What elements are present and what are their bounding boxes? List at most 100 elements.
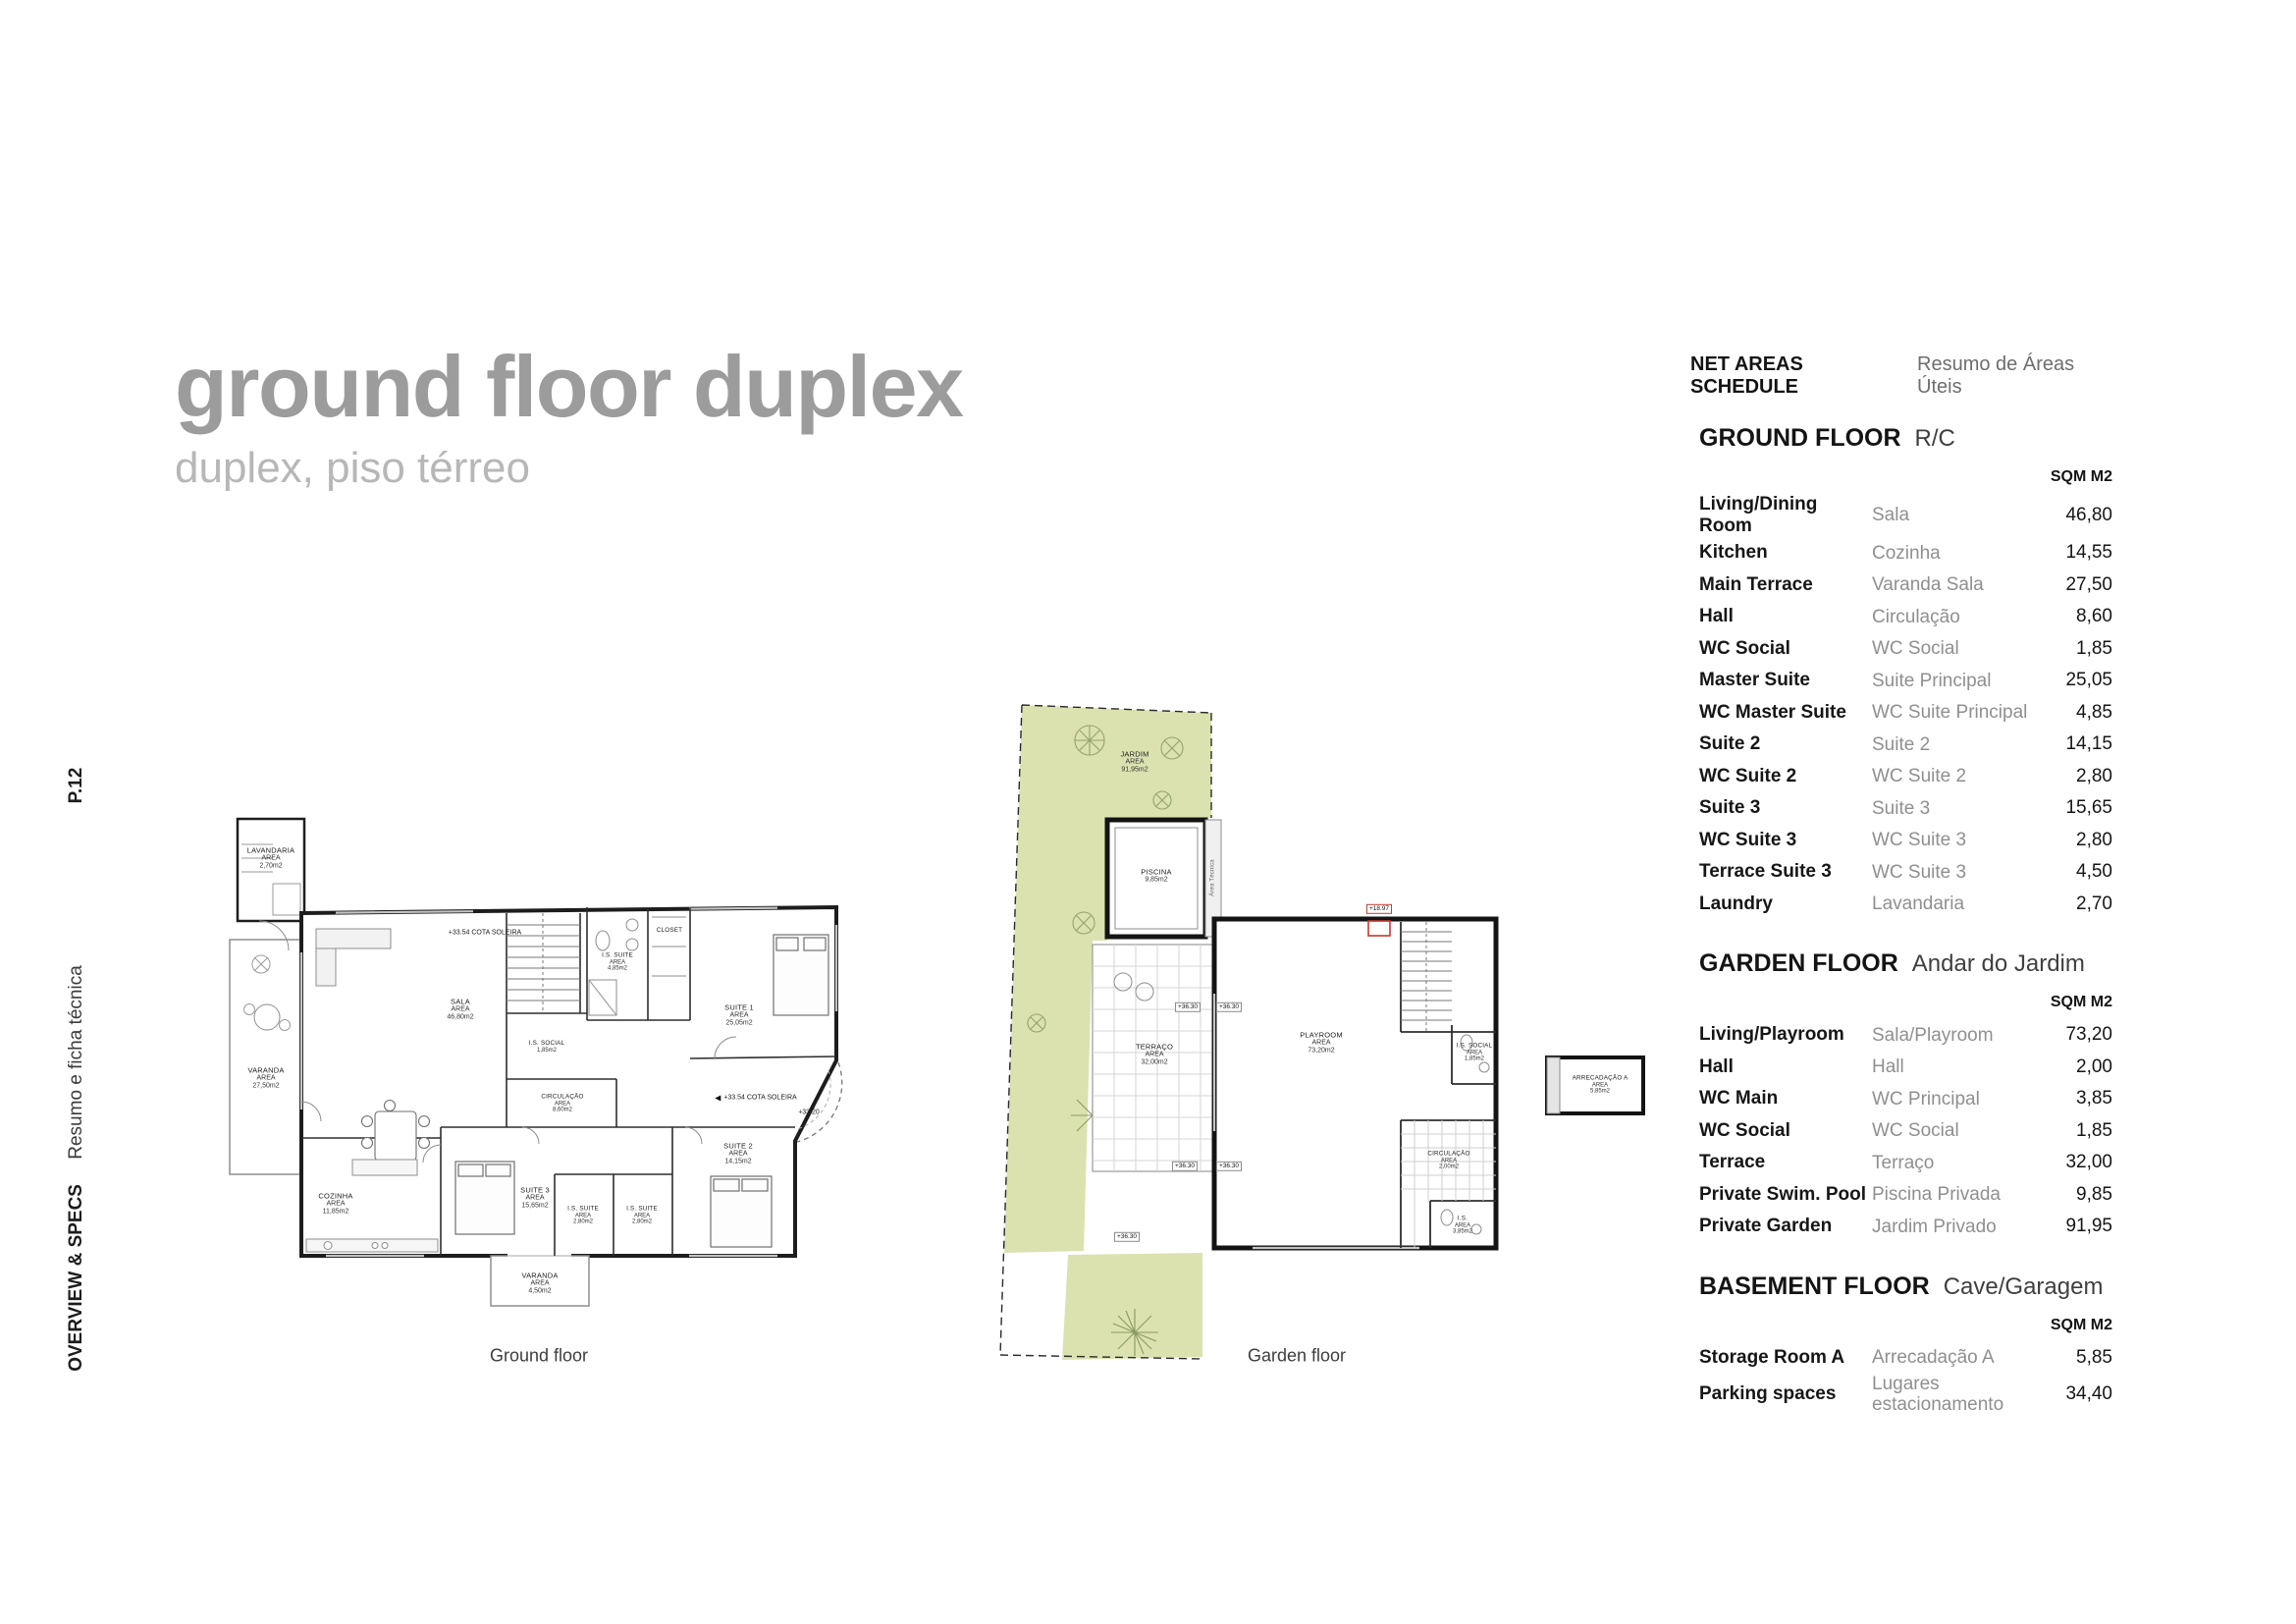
garden-stairs bbox=[1401, 922, 1452, 1032]
room-name-en: WC Social bbox=[1699, 637, 1790, 659]
room-area-value: 15,65 bbox=[2065, 797, 2112, 819]
room-name-pt: WC Social bbox=[1872, 638, 1959, 660]
level-marker-icon bbox=[715, 1095, 721, 1101]
elevation-marker: +36.30 bbox=[1174, 1001, 1201, 1013]
area-row: Main Terrace Varanda Sala 27,50 bbox=[1699, 569, 2112, 602]
room-area-value: 9,85 bbox=[2076, 1183, 2112, 1205]
room-area-value: 32,00 bbox=[2065, 1152, 2112, 1173]
room-area-value: 91,95 bbox=[2065, 1216, 2112, 1237]
room-area-value: 2,80 bbox=[2076, 829, 2112, 850]
area-row: Storage Room A Arrecadação A 5,85 bbox=[1699, 1342, 2112, 1375]
room-name-en: Laundry bbox=[1699, 893, 1773, 914]
section-name-pt: Cave/Garagem bbox=[1943, 1272, 2104, 1300]
room-area-value: 1,85 bbox=[2076, 1119, 2112, 1141]
area-row: Master Suite Suite Principal 25,05 bbox=[1699, 665, 2112, 697]
area-row: WC Master Suite WC Suite Principal 4,85 bbox=[1699, 697, 2112, 730]
area-row: Suite 2 Suite 2 14,15 bbox=[1699, 729, 2112, 761]
swimming-pool bbox=[1104, 817, 1222, 940]
outer-walls bbox=[299, 904, 838, 1258]
area-row: WC Main WC Principal 3,85 bbox=[1699, 1083, 2112, 1115]
room-label-garden-is: I.S.AREA 3,85m2 bbox=[1452, 1215, 1472, 1235]
page-number: P.12 bbox=[66, 767, 86, 804]
wc-fixtures bbox=[1440, 1034, 1490, 1235]
room-name-en: WC Suite 3 bbox=[1699, 829, 1797, 850]
circulation-grid bbox=[1401, 1120, 1496, 1248]
room-name-en: Kitchen bbox=[1699, 542, 1768, 564]
garden-floor-caption: Garden floor bbox=[1247, 1345, 1347, 1366]
area-row: WC Social WC Social 1,85 bbox=[1699, 633, 2112, 666]
area-row: Suite 3 Suite 3 15,65 bbox=[1699, 792, 2112, 825]
section-name-en: GROUND FLOOR bbox=[1699, 424, 1901, 452]
section-label-pt: Resumo e ficha técnica bbox=[66, 965, 86, 1160]
section-name-pt: Andar do Jardim bbox=[1911, 950, 2085, 977]
room-name-pt: Suite Principal bbox=[1872, 670, 1992, 691]
building-windows bbox=[1212, 994, 1419, 1250]
room-area-value: 5,85 bbox=[2076, 1346, 2112, 1368]
room-name-pt: WC Principal bbox=[1872, 1088, 1980, 1110]
room-name-en: Parking spaces bbox=[1699, 1383, 1837, 1405]
area-row: WC Suite 2 WC Suite 2 2,80 bbox=[1699, 761, 2112, 793]
room-name-en: Master Suite bbox=[1699, 670, 1810, 691]
room-name-en: WC Master Suite bbox=[1699, 701, 1846, 723]
area-row: Kitchen Cozinha 14,55 bbox=[1699, 537, 2112, 569]
section-label-en: OVERVIEW & SPECS bbox=[66, 1184, 86, 1372]
room-name-en: Storage Room A bbox=[1699, 1346, 1845, 1368]
room-name-en: Main Terrace bbox=[1699, 573, 1813, 595]
property-boundary bbox=[999, 704, 1212, 1360]
room-name-en: Private Swim. Pool bbox=[1699, 1183, 1866, 1205]
room-area-value: 3,85 bbox=[2076, 1088, 2112, 1110]
headline: ground floor duplex duplex, piso térreo bbox=[175, 338, 964, 493]
room-name-pt: Arrecadação A bbox=[1872, 1347, 1995, 1369]
column-header-sqm: SQM M2 bbox=[2050, 468, 2112, 485]
elevation-marker: +36.30 bbox=[1171, 1161, 1199, 1172]
room-name-pt: Hall bbox=[1872, 1056, 1904, 1078]
sofa bbox=[315, 928, 392, 987]
room-area-value: 14,55 bbox=[2065, 542, 2112, 564]
section-name-en: BASEMENT FLOOR bbox=[1699, 1272, 1930, 1300]
building-interior-walls bbox=[1400, 922, 1496, 1248]
door-swings bbox=[300, 1036, 737, 1164]
elevation-marker: +36.30 bbox=[1113, 1231, 1141, 1243]
garden-floor-plan-drawing bbox=[999, 704, 1645, 1360]
room-name-pt: WC Suite 3 bbox=[1872, 830, 1967, 851]
room-name-pt: WC Suite 3 bbox=[1872, 861, 1967, 883]
room-name-pt: Varanda Sala bbox=[1872, 574, 1984, 596]
section-name-pt: R/C bbox=[1914, 425, 1955, 452]
room-name-pt: Circulação bbox=[1872, 606, 1960, 627]
kitchen-fittings bbox=[305, 1159, 439, 1253]
room-name-pt: Lugares estacionamento bbox=[1872, 1374, 2004, 1416]
area-row: Parking spaces Lugares estacionamento 34… bbox=[1699, 1374, 2112, 1416]
ground-floor-plan-drawing bbox=[229, 817, 843, 1307]
room-name-en: Hall bbox=[1699, 1056, 1734, 1077]
room-name-pt: Piscina Privada bbox=[1872, 1184, 2001, 1206]
room-name-en: Living/Dining Room bbox=[1699, 494, 1818, 536]
suite3-terrace-arc bbox=[796, 1061, 843, 1143]
room-area-value: 14,15 bbox=[2065, 733, 2112, 755]
room-area-value: 73,20 bbox=[2065, 1024, 2112, 1046]
net-areas-schedule: NET AREAS SCHEDULE Resumo de Áreas Úteis… bbox=[1690, 353, 2112, 1416]
page-title: ground floor duplex bbox=[175, 338, 964, 435]
section-ground-floor: GROUND FLOOR R/C SQM M2 Living/Dining Roo… bbox=[1690, 424, 2112, 920]
laundry-room bbox=[236, 817, 306, 951]
room-area-value: 1,85 bbox=[2076, 637, 2112, 659]
tree-symbols bbox=[1027, 725, 1184, 1033]
room-name-pt: WC Suite Principal bbox=[1872, 702, 2028, 724]
room-name-en: Terrace Suite 3 bbox=[1699, 861, 1832, 883]
room-name-en: Hall bbox=[1699, 606, 1734, 627]
room-label-area-tecnica: Área Técnica bbox=[1209, 859, 1216, 896]
fixtures bbox=[588, 916, 686, 1016]
private-garden-green bbox=[1004, 705, 1211, 1360]
level-annotation: +33.20 bbox=[798, 1109, 820, 1116]
